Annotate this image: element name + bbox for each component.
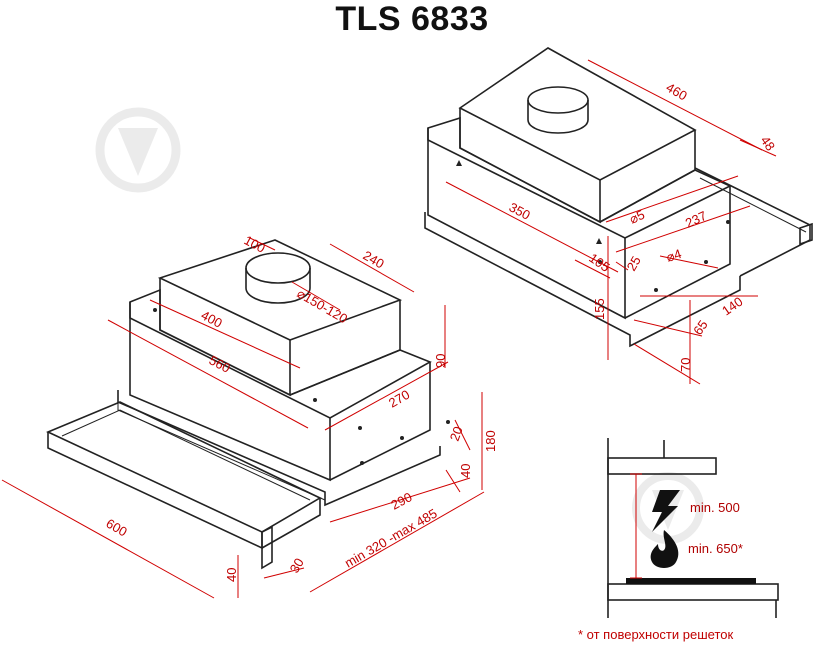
right-dimension-labels: 460 48 350 ⌀5 237 105 25 ⌀4 155 140 65 7… — [507, 80, 779, 372]
dim-290: 290 — [388, 489, 414, 512]
footnote: * от поверхности решеток — [578, 627, 734, 642]
dim-237: 237 — [683, 208, 709, 231]
min-electric-label: min. 500 — [690, 500, 740, 515]
dim-min-max: min 320 -max 485 — [342, 506, 440, 571]
lightning-icon — [652, 490, 680, 532]
page-title: TLS 6833 — [335, 0, 489, 38]
left-dimension-labels: 100 240 ⌀150-120 400 560 90 270 20 180 4… — [104, 232, 499, 582]
dim-180: 180 — [483, 430, 498, 452]
dim-diameter-4: ⌀4 — [664, 246, 683, 265]
dim-240: 240 — [361, 248, 387, 272]
dim-140: 140 — [719, 294, 745, 319]
dim-270: 270 — [386, 387, 412, 411]
dim-30: 30 — [287, 555, 307, 575]
right-hood — [424, 47, 813, 348]
left-hood — [46, 239, 450, 570]
left-dimension-lines — [1, 237, 485, 599]
dim-48: 48 — [758, 133, 779, 153]
dim-400: 400 — [199, 307, 225, 330]
installation-diagram: min. 500 min. 650* — [607, 438, 779, 618]
dim-25: 25 — [624, 253, 644, 273]
dim-diameter-5: ⌀5 — [627, 207, 647, 227]
dim-90: 90 — [433, 354, 448, 368]
dim-diameter-duct: ⌀150-120 — [295, 286, 351, 327]
dim-350: 350 — [507, 199, 533, 222]
dim-70: 70 — [678, 358, 693, 372]
min-gas-label: min. 650* — [688, 541, 743, 556]
dim-155: 155 — [592, 298, 607, 320]
dim-65: 65 — [690, 317, 711, 337]
flame-icon — [650, 530, 679, 568]
watermark-logo — [95, 107, 181, 193]
dim-600: 600 — [104, 516, 130, 540]
dim-40-bottom: 40 — [224, 568, 239, 582]
dim-105: 105 — [586, 250, 612, 275]
dim-460: 460 — [664, 80, 690, 104]
dim-100: 100 — [242, 232, 268, 255]
right-dimension-lines — [445, 59, 777, 385]
dim-40-right: 40 — [458, 464, 473, 478]
dim-20: 20 — [447, 424, 466, 443]
